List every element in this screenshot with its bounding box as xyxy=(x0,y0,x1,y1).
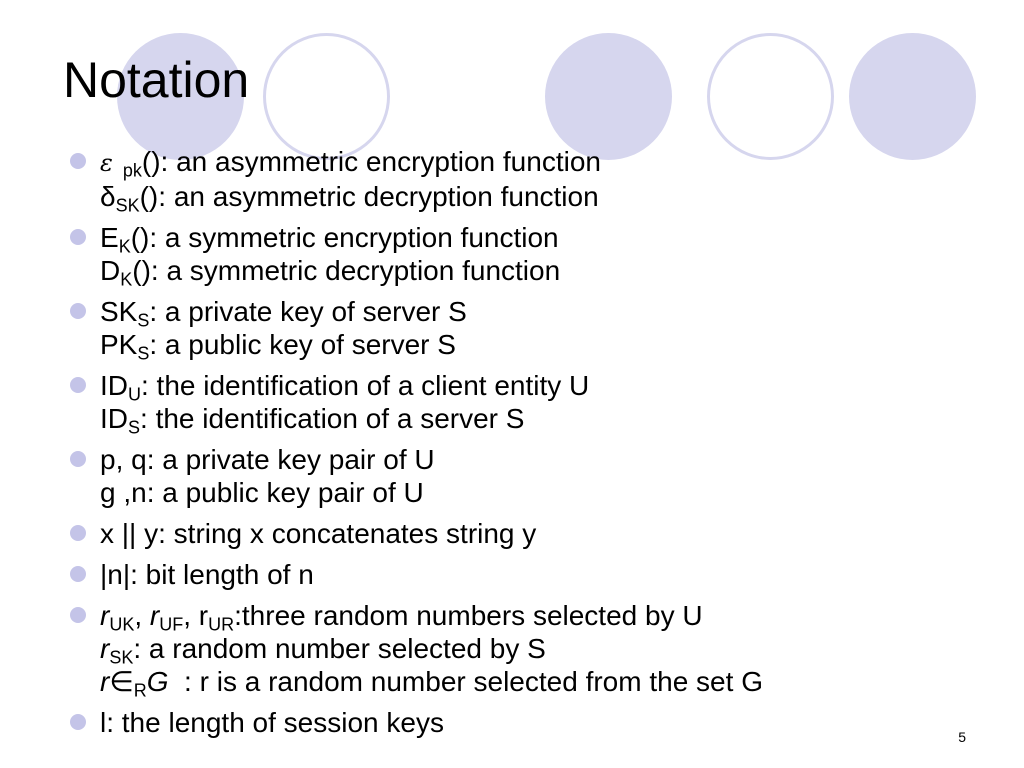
description: (): a symmetric decryption function xyxy=(132,255,561,286)
symbol: D xyxy=(100,255,121,286)
decor-circle xyxy=(263,33,390,160)
subscript: SK xyxy=(109,647,134,668)
bullet-icon xyxy=(70,566,86,582)
description: :three random numbers selected by U xyxy=(234,600,703,631)
bullet-icon xyxy=(70,607,86,623)
description: : a random number selected by S xyxy=(133,633,546,664)
item-line: DK(): a symmetric decryption function xyxy=(100,254,970,290)
description: : a private key of server S xyxy=(149,296,467,327)
description: : r is a random number selected from the… xyxy=(168,666,763,697)
symbol: δ xyxy=(100,181,116,212)
subscript: UK xyxy=(109,614,135,635)
bullet-icon xyxy=(70,377,86,393)
subscript: K xyxy=(118,236,131,257)
list-item: l: the length of session keys xyxy=(70,706,970,739)
item-line: PKS: a public key of server S xyxy=(100,328,970,364)
subscript: UF xyxy=(159,614,184,635)
subscript: SK xyxy=(115,195,140,216)
decor-circle xyxy=(545,33,672,160)
item-line: r∈RG : r is a random number selected fro… xyxy=(100,665,970,701)
bullet-icon xyxy=(70,451,86,467)
list-item: |n|: bit length of n xyxy=(70,558,970,591)
decor-circle xyxy=(117,33,244,160)
symbol: r xyxy=(100,633,110,664)
decor-circle xyxy=(707,33,834,160)
description: (): an asymmetric decryption function xyxy=(139,181,599,212)
subscript: UR xyxy=(208,614,235,635)
element-of-symbol: ∈ xyxy=(109,666,134,697)
bullet-icon xyxy=(70,303,86,319)
symbol: r xyxy=(198,600,209,631)
symbol: r xyxy=(100,666,110,697)
list-item: rUK, rUF, rUR:three random numbers selec… xyxy=(70,599,970,701)
decor-circle xyxy=(849,33,976,160)
subscript: S xyxy=(128,417,141,438)
separator: , xyxy=(134,600,150,631)
bullet-icon xyxy=(70,229,86,245)
item-line: |n|: bit length of n xyxy=(100,559,314,590)
separator: , xyxy=(183,600,199,631)
item-line: x || y: string x concatenates string y xyxy=(100,518,537,549)
item-line: IDS: the identification of a server S xyxy=(100,402,970,438)
subscript: R xyxy=(133,680,147,701)
item-line: rUK, rUF, rUR:three random numbers selec… xyxy=(100,599,970,635)
list-item: SKS: a private key of server S PKS: a pu… xyxy=(70,295,970,364)
item-line: l: the length of session keys xyxy=(100,707,444,738)
symbol: ID xyxy=(100,403,128,434)
symbol: r xyxy=(100,600,110,631)
list-item: EK(): a symmetric encryption function DK… xyxy=(70,221,970,290)
subscript: U xyxy=(128,384,141,405)
description: : a public key of server S xyxy=(149,329,456,360)
list-item: x || y: string x concatenates string y xyxy=(70,517,970,550)
item-line: SKS: a private key of server S xyxy=(100,295,970,331)
set-symbol: G xyxy=(146,666,169,697)
bullet-icon xyxy=(70,714,86,730)
list-item: IDU: the identification of a client enti… xyxy=(70,369,970,438)
subscript: S xyxy=(137,310,150,331)
subscript: K xyxy=(120,269,133,290)
description: : the identification of a client entity … xyxy=(141,370,590,401)
description: (): a symmetric encryption function xyxy=(130,222,559,253)
description: : the identification of a server S xyxy=(140,403,525,434)
symbol: ε xyxy=(100,149,113,177)
description: (): an asymmetric encryption function xyxy=(141,146,601,177)
item-line: g ,n: a public key pair of U xyxy=(100,477,424,508)
page-number: 5 xyxy=(958,729,966,745)
symbol: r xyxy=(149,600,160,631)
item-line: IDU: the identification of a client enti… xyxy=(100,369,970,405)
subscript: pk xyxy=(122,160,142,181)
item-line: δSK(): an asymmetric decryption function xyxy=(100,180,970,216)
symbol: PK xyxy=(100,329,138,360)
list-item: p, q: a private key pair of U g ,n: a pu… xyxy=(70,443,970,509)
symbol: E xyxy=(100,222,119,253)
symbol: SK xyxy=(100,296,138,327)
item-line: rSK: a random number selected by S xyxy=(100,632,970,668)
subscript: S xyxy=(137,343,150,364)
symbol: ID xyxy=(100,370,128,401)
item-line: EK(): a symmetric encryption function xyxy=(100,221,970,257)
bullet-icon xyxy=(70,525,86,541)
bullet-icon xyxy=(70,153,86,169)
slide-title: Notation xyxy=(63,52,250,108)
item-line: p, q: a private key pair of U xyxy=(100,444,435,475)
